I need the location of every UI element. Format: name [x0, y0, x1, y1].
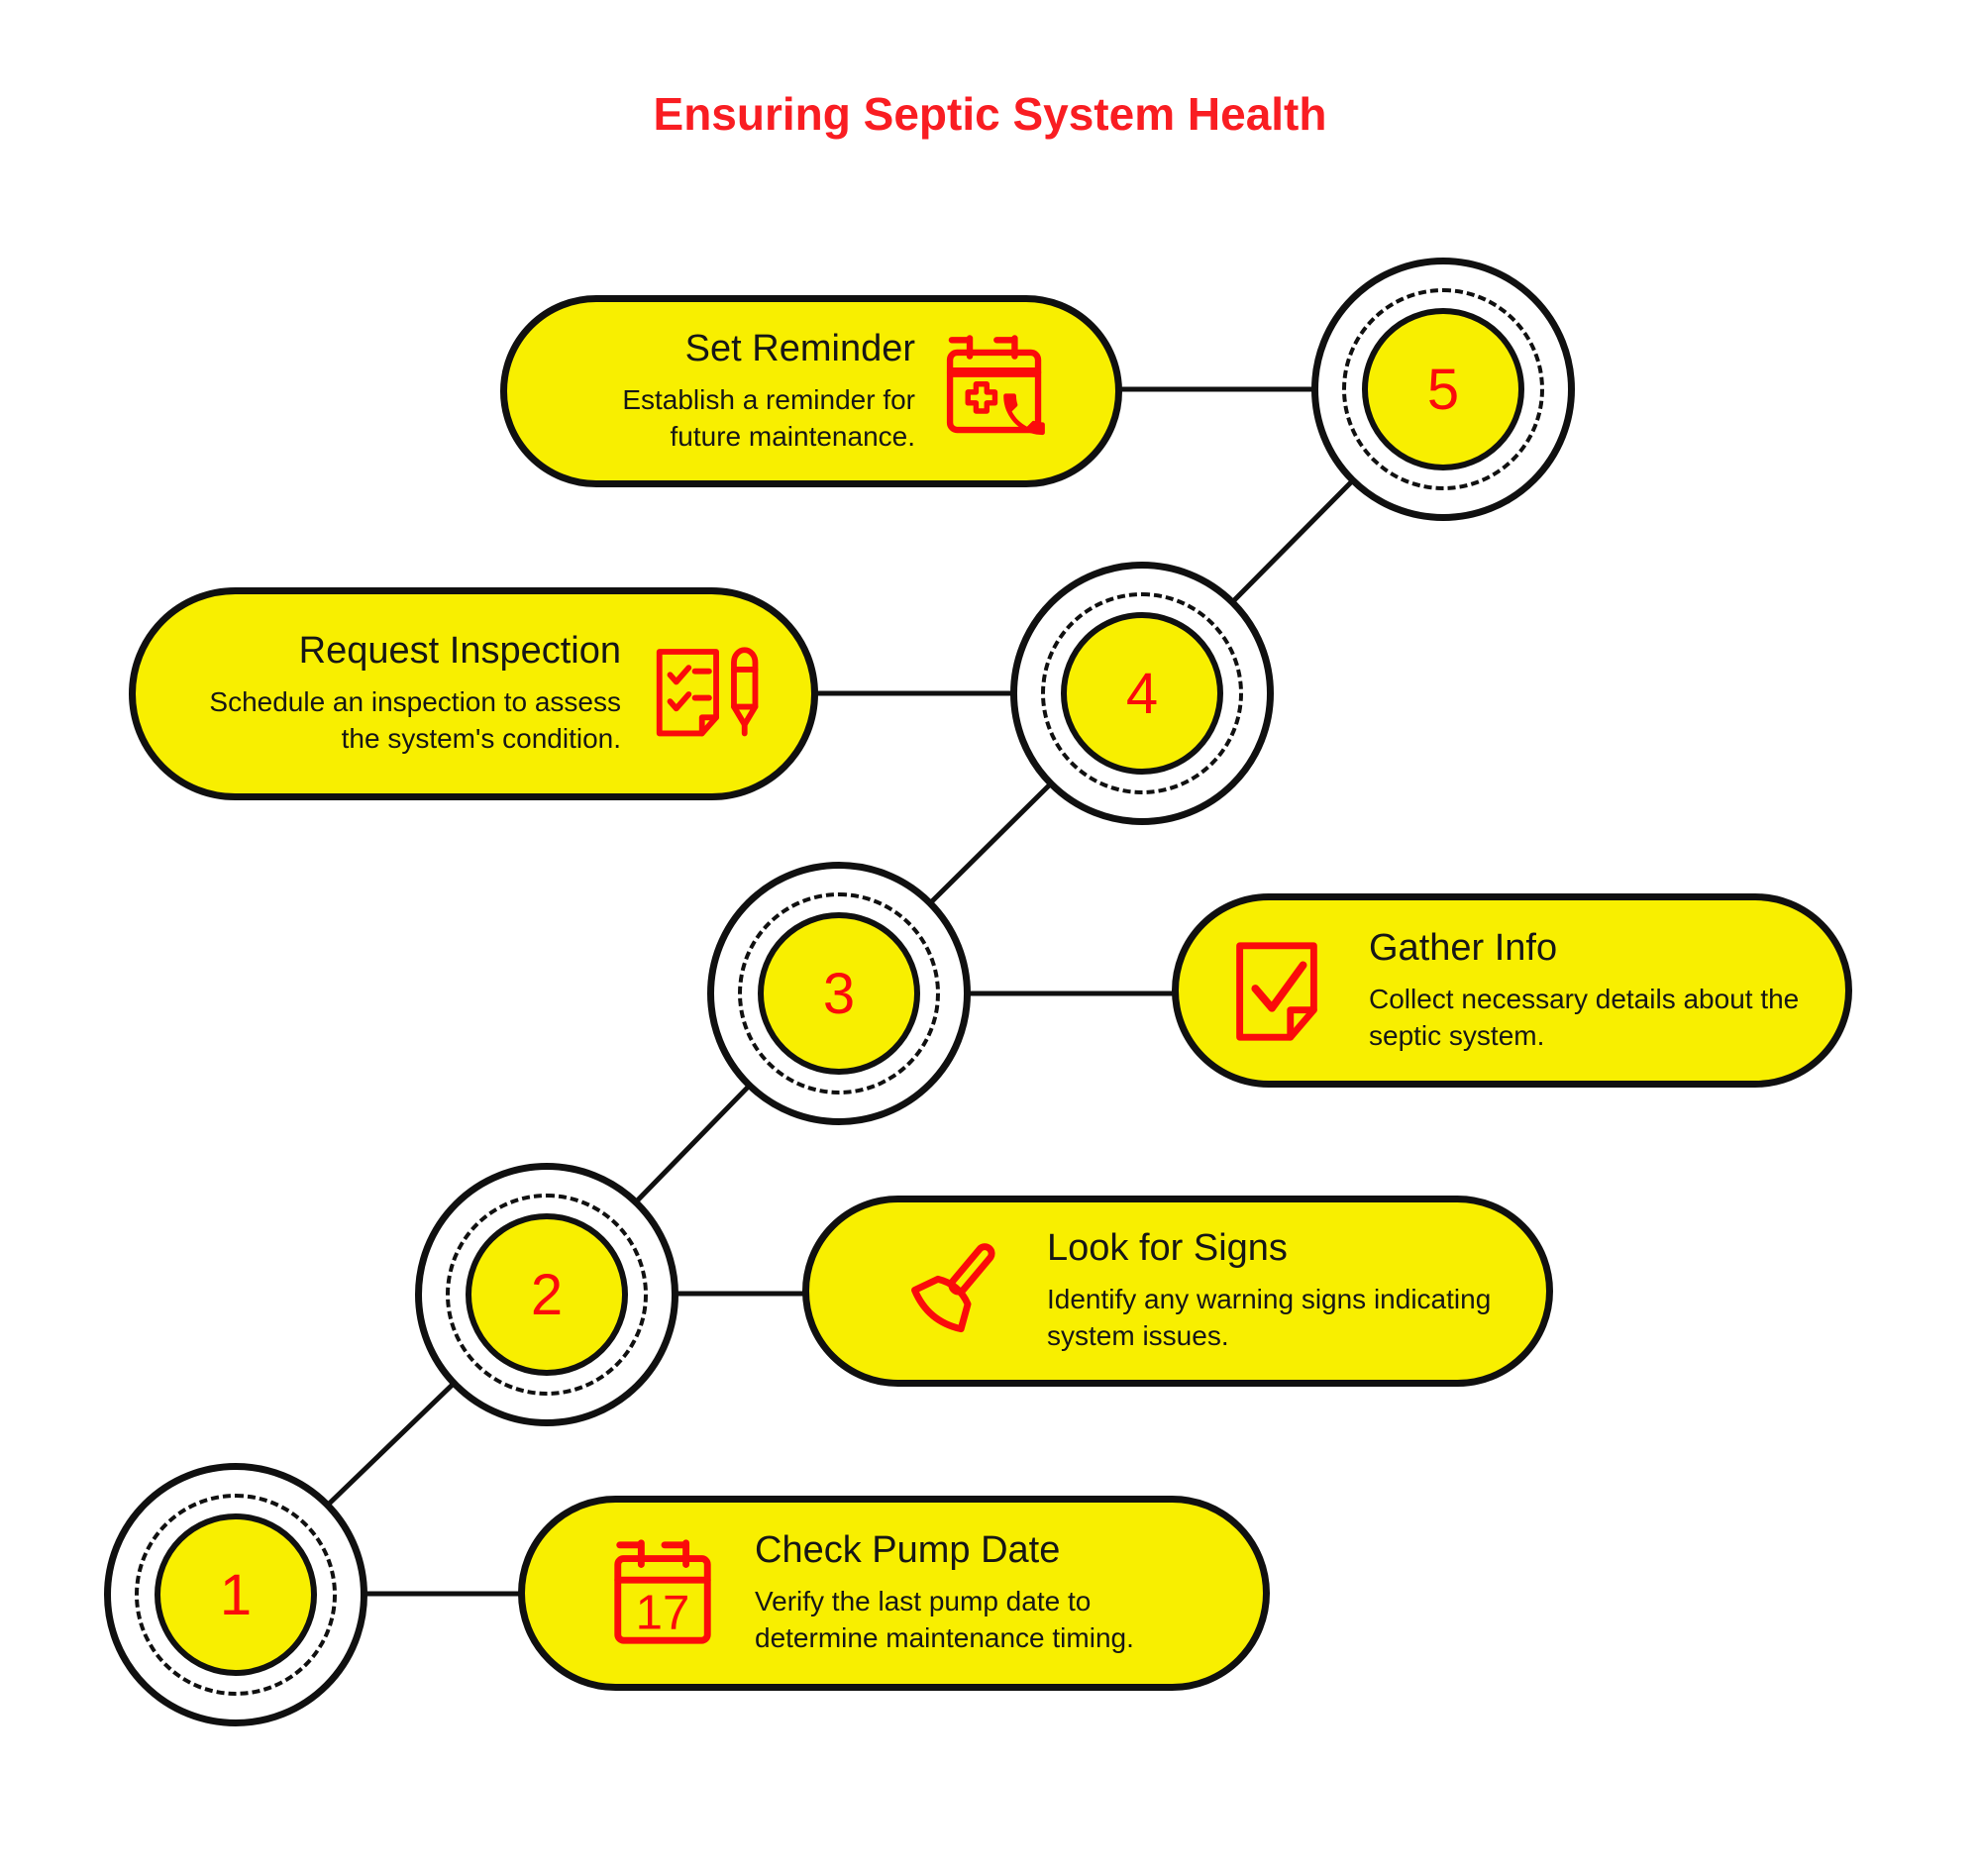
- calendar-phone-icon: [941, 333, 1058, 450]
- checklist-pen-icon: [649, 639, 768, 750]
- step-node-3-dashed-ring: 3: [738, 892, 940, 1094]
- step-node-3: 3: [707, 862, 971, 1125]
- step-card-request-inspection: Request Inspection Schedule an inspectio…: [129, 587, 818, 800]
- step-card-look-for-signs: Look for Signs Identify any warning sign…: [802, 1196, 1553, 1387]
- step-node-2: 2: [415, 1163, 678, 1426]
- step-3-text: Gather Info Collect necessary details ab…: [1369, 927, 1802, 1055]
- step-node-2-number: 2: [466, 1213, 628, 1376]
- step-1-title: Check Pump Date: [755, 1529, 1061, 1572]
- step-node-2-dashed-ring: 2: [446, 1194, 648, 1396]
- step-1-text: Check Pump Date Verify the last pump dat…: [755, 1529, 1219, 1657]
- step-node-5-dashed-ring: 5: [1342, 288, 1544, 490]
- step-2-text: Look for Signs Identify any warning sign…: [1047, 1227, 1503, 1355]
- step-node-1-number: 1: [155, 1513, 317, 1676]
- step-4-description: Schedule an inspection to assess the sys…: [209, 686, 621, 754]
- step-node-5-number: 5: [1362, 308, 1524, 470]
- step-node-4-number: 4: [1061, 612, 1223, 775]
- step-node-1-dashed-ring: 1: [135, 1494, 337, 1696]
- step-node-4-dashed-ring: 4: [1041, 592, 1243, 794]
- step-node-3-number: 3: [758, 912, 920, 1075]
- step-3-title: Gather Info: [1369, 926, 1558, 969]
- step-5-text: Set Reminder Establish a reminder for fu…: [576, 328, 915, 456]
- calendar-17-icon: 17: [604, 1535, 721, 1652]
- note-check-icon: [1218, 932, 1335, 1049]
- page-title: Ensuring Septic System Health: [653, 88, 1327, 140]
- plunger-icon: [894, 1233, 1011, 1350]
- step-2-description: Identify any warning signs indicating sy…: [1047, 1284, 1492, 1351]
- step-node-4: 4: [1010, 562, 1274, 825]
- calendar-day-label: 17: [636, 1585, 690, 1639]
- step-5-description: Establish a reminder for future maintena…: [622, 383, 915, 452]
- step-4-title: Request Inspection: [298, 630, 621, 673]
- step-card-set-reminder: Set Reminder Establish a reminder for fu…: [500, 295, 1122, 487]
- step-node-1: 1: [104, 1463, 367, 1726]
- step-4-text: Request Inspection Schedule an inspectio…: [205, 630, 621, 758]
- step-card-check-pump-date: 17 Check Pump Date Verify the last pump …: [518, 1496, 1270, 1691]
- step-5-title: Set Reminder: [684, 327, 915, 369]
- step-1-description: Verify the last pump date to determine m…: [755, 1586, 1134, 1653]
- step-card-gather-info: Gather Info Collect necessary details ab…: [1172, 893, 1852, 1088]
- step-node-5: 5: [1311, 258, 1575, 521]
- step-2-title: Look for Signs: [1047, 1227, 1288, 1270]
- step-3-description: Collect necessary details about the sept…: [1369, 983, 1800, 1051]
